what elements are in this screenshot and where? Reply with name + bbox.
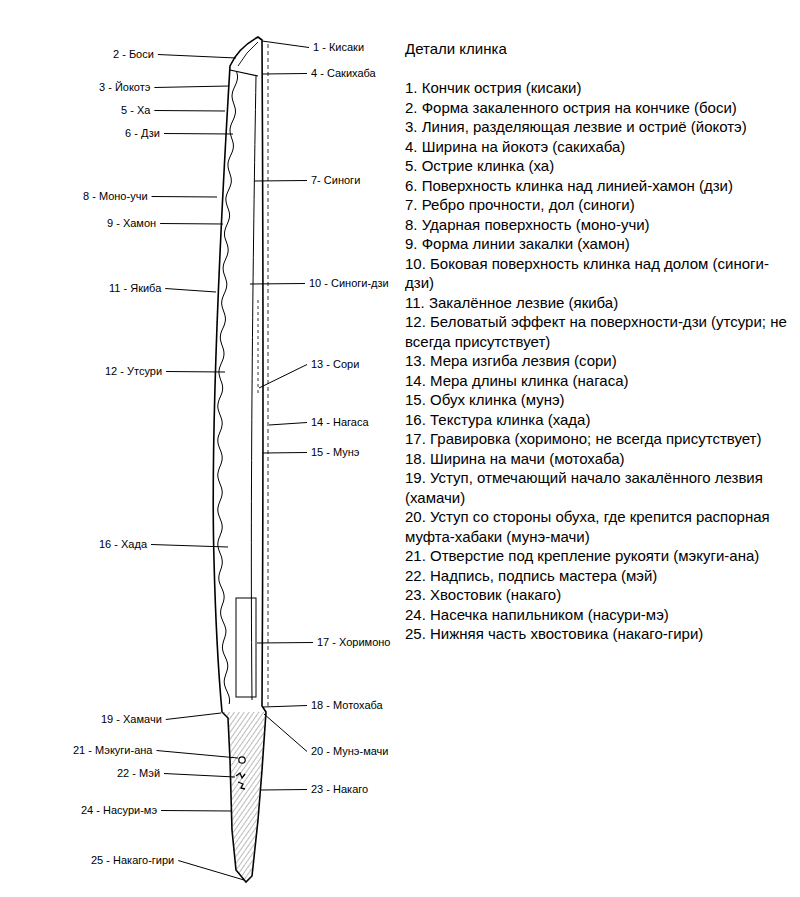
callout-label: 23 - Накаго <box>310 783 369 796</box>
nagasa-measure <box>268 44 269 706</box>
parts-list: 1. Кончик острия (кисаки)2. Форма закале… <box>405 78 795 644</box>
sori-measure <box>258 300 259 395</box>
list-heading: Детали клинка <box>405 40 507 58</box>
callout-label: 2 - Боси <box>112 48 155 61</box>
list-item: 23. Хвостовик (накаго) <box>405 585 795 605</box>
callout-label: 20 - Мунэ-мачи <box>310 745 389 758</box>
list-item: 4. Ширина на йокотэ (сакихаба) <box>405 137 795 157</box>
list-item: 5. Острие клинка (ха) <box>405 156 795 176</box>
boshi-line <box>238 42 258 66</box>
list-item: 21. Отверстие под крепление рукояти (мэк… <box>405 546 795 566</box>
list-item: 6. Поверхность клинка над линией-хамон (… <box>405 176 795 196</box>
callout-label: 18 - Мотохаба <box>310 699 384 712</box>
yokote-line <box>230 70 258 76</box>
leader-line <box>152 196 217 198</box>
list-item: 24. Насечка напильником (насури-мэ) <box>405 605 795 625</box>
tang-hatching <box>220 712 270 887</box>
leader-line <box>166 713 221 720</box>
list-item: 19. Уступ, отмечающий начало закалённого… <box>405 468 795 507</box>
callout-label: 7- Синоги <box>310 174 361 187</box>
callout-label: 11 - Якиба <box>108 282 162 295</box>
leader-line <box>158 55 236 59</box>
list-item: 3. Линия, разделяющая лезвие и остриё (й… <box>405 117 795 137</box>
callout-label: 16 - Хада <box>98 538 148 551</box>
callout-label: 5 - Ха <box>120 104 151 117</box>
list-item: 2. Форма закаленного острия на кончике (… <box>405 98 795 118</box>
callout-label: 25 - Накаго-гири <box>90 854 175 867</box>
mei-inscription <box>236 773 245 789</box>
leader-line <box>263 452 307 454</box>
list-item: 25. Нижняя часть хвостовика (накаго-гири… <box>405 624 795 644</box>
leader-line <box>269 423 307 426</box>
leader-line <box>164 774 235 778</box>
list-item: 18. Ширина на мачи (мотохаба) <box>405 449 795 469</box>
callout-label: 4 - Сакихаба <box>310 67 377 80</box>
leader-line <box>254 180 307 182</box>
list-item: 17. Гравировка (хоримоно; не всегда прис… <box>405 429 795 449</box>
leader-line <box>166 371 225 373</box>
leader-line <box>263 73 307 75</box>
shinogi-line <box>251 76 256 700</box>
leader-line <box>250 283 305 285</box>
leader-line <box>154 86 229 88</box>
leader-line <box>151 545 228 548</box>
callout-label: 15 - Мунэ <box>310 446 361 459</box>
callout-label: 22 - Мэй <box>116 767 161 780</box>
leader-line <box>264 714 307 752</box>
list-item: 14. Мера длины клинка (нагаса) <box>405 371 795 391</box>
leader-line <box>259 365 307 389</box>
callout-label: 6 - Дзи <box>124 127 161 140</box>
callout-label: 9 - Хамон <box>106 217 157 230</box>
callout-label: 1 - Кисаки <box>312 41 365 54</box>
leader-line <box>262 41 309 48</box>
leader-line <box>261 789 307 791</box>
callout-label: 3 - Йокотэ <box>98 81 151 94</box>
callout-label: 10 - Синоги-дзи <box>308 277 390 290</box>
callout-label: 13 - Сори <box>310 358 360 371</box>
list-item: 16. Текстура клинка (хада) <box>405 410 795 430</box>
list-item: 7. Ребро прочности, дол (синоги) <box>405 195 795 215</box>
list-item: 22. Надпись, подпись мастера (мэй) <box>405 566 795 586</box>
mekugi-hole <box>239 757 245 763</box>
callout-label: 14 - Нагаса <box>310 416 370 429</box>
leader-line <box>263 706 307 708</box>
list-item: 13. Мера изгиба лезвия (сори) <box>405 351 795 371</box>
list-item: 8. Ударная поверхность (моно-учи) <box>405 215 795 235</box>
callout-label: 17 - Хоримоно <box>316 636 391 649</box>
horimono-frame <box>236 598 256 697</box>
list-item: 15. Обух клинка (мунэ) <box>405 390 795 410</box>
callout-label: 19 - Хамачи <box>100 713 163 726</box>
list-item: 1. Кончик острия (кисаки) <box>405 78 795 98</box>
list-item: 20. Уступ со стороны обуха, где крепится… <box>405 507 795 546</box>
leader-line <box>154 110 225 112</box>
callout-label: 21 - Мэкуги-ана <box>72 744 153 757</box>
leader-line <box>257 642 313 644</box>
leader-line <box>156 751 238 759</box>
list-item: 9. Форма линии закалки (хамон) <box>405 234 795 254</box>
callout-label: 8 - Моно-учи <box>82 190 149 203</box>
leader-line <box>161 810 232 812</box>
list-item: 10. Боковая поверхность клинка над долом… <box>405 254 795 293</box>
callout-label: 24 - Насури-мэ <box>80 804 158 817</box>
hamon-line <box>218 72 238 704</box>
leader-line <box>164 133 233 135</box>
leader-line <box>165 289 216 293</box>
leader-line <box>160 223 223 225</box>
callout-label: 12 - Утсури <box>104 365 163 378</box>
leader-line <box>178 861 244 881</box>
list-item: 12. Беловатый эффект на поверхности-дзи … <box>405 312 795 351</box>
list-item: 11. Закалённое лезвие (якиба) <box>405 293 795 313</box>
